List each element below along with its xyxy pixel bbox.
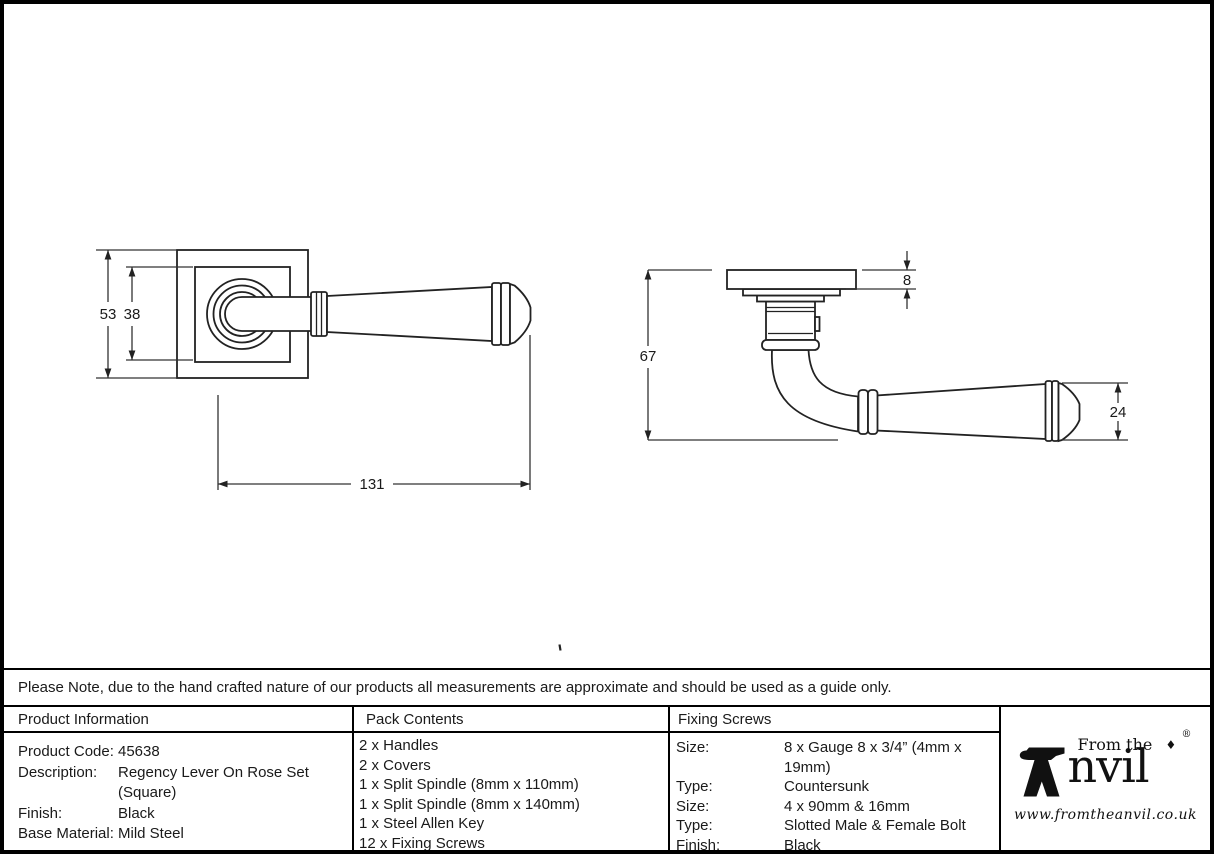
lever-cone-tip-front [509,282,532,346]
field-label: Description: [18,763,98,781]
fixing-screws-header: Fixing Screws [670,707,999,733]
fixing-screws-column: Fixing Screws Size: 8 x Gauge 8 x 3/4” (… [668,707,999,850]
stray-tick-mark [558,644,562,651]
pack-contents-header: Pack Contents [354,707,668,733]
technical-drawing: 53 38 131 [96,249,1128,651]
dim-label-total-length: 131 [359,476,384,493]
front-view-drawing: 53 38 131 [96,249,532,493]
field-label: Size: [676,739,710,756]
logo-website: www.fromtheanvil.co.uk [1014,806,1197,823]
lever-collar-side [857,389,869,435]
registered-trademark-icon: ® [1181,728,1192,740]
list-item: 1 x Steel Allen Key [359,815,485,833]
note-bar: Please Note, due to the hand crafted nat… [4,668,1210,707]
lever-ring-front [491,282,502,346]
side-view-drawing: 67 8 24 [640,251,1128,443]
pack-contents-column: Pack Contents 2 x Handles 2 x Covers 1 x… [352,707,668,850]
pack-contents-body: 2 x Handles 2 x Covers 1 x Split Spindle… [354,733,668,850]
info-table: Product Information Product Code: 45638 … [4,707,1210,850]
lever-cone-tip-side [1057,381,1081,443]
info-panel: Please Note, due to the hand crafted nat… [4,668,1210,850]
dim-label-rose-outer: 53 [100,306,117,323]
dim-label-rose-thickness: 8 [903,272,911,289]
field-value: 45638 [118,743,160,760]
field-value: Regency Lever On Rose Set (Square) [118,763,309,802]
field-label: Size: [676,797,710,815]
field-label: Type: [676,778,713,796]
fixing-screws-body: Size: 8 x Gauge 8 x 3/4” (4mm x 19mm) Ty… [670,733,999,850]
logo-brand-text: nvil [1067,738,1150,793]
lever-collar-front [310,291,328,337]
field-label: Finish: [18,804,63,822]
tagline-text: From the [1077,734,1153,754]
rose-step-side [742,288,841,297]
dim-label-overall-height: 67 [640,348,657,365]
field-value: Black [118,804,155,822]
field-label: Type: [676,817,713,835]
neck-collar-side [761,339,820,351]
note-text: Please Note, due to the hand crafted nat… [18,679,892,696]
field-value: Black [784,836,821,850]
anvil-logo: From the ♦ ® nvil www.fromtheanvil.co.uk [1014,729,1196,823]
dim-label-lever-end-height: 24 [1110,404,1127,421]
lever-ring-side [1044,380,1053,442]
lever-bend-side [771,349,859,433]
field-label: Finish: [676,836,721,850]
field-value: Countersunk [784,778,870,796]
product-information-header: Product Information [4,707,352,733]
list-item: 1 x Split Spindle (8mm x 110mm) [359,776,579,794]
field-value: Mild Steel [118,825,184,843]
list-item: 2 x Covers [359,756,431,774]
logo-tagline: From the ♦ [1078,735,1177,754]
lever-neck-front [224,296,313,332]
field-value: Slotted Male & Female Bolt [784,817,966,835]
product-information-column: Product Information Product Code: 45638 … [4,707,352,850]
dim-label-rose-inner: 38 [124,306,141,323]
field-value: 4 x 90mm & 16mm [784,797,910,815]
logo-column: From the ♦ ® nvil www.fromtheanvil.co.uk [999,707,1210,850]
list-item: 2 x Handles [359,737,439,754]
field-value: 8 x Gauge 8 x 3/4” (4mm x 19mm) [784,739,962,776]
rose-plate-side [726,269,857,290]
list-item: 12 x Fixing Screws [359,834,485,850]
lever-grip-front [326,286,493,342]
lever-grip-side [875,383,1047,440]
field-label: Base Material: [18,825,114,843]
product-information-body: Product Code: 45638 Description: Regency… [4,733,352,845]
anvil-icon [1019,747,1064,796]
field-label: Product Code: [18,743,114,760]
grub-screw-side [814,316,821,332]
diamond-icon: ♦ [1165,737,1177,752]
lever-ring2-front [500,282,511,346]
list-item: 1 x Split Spindle (8mm x 140mm) [359,795,580,813]
